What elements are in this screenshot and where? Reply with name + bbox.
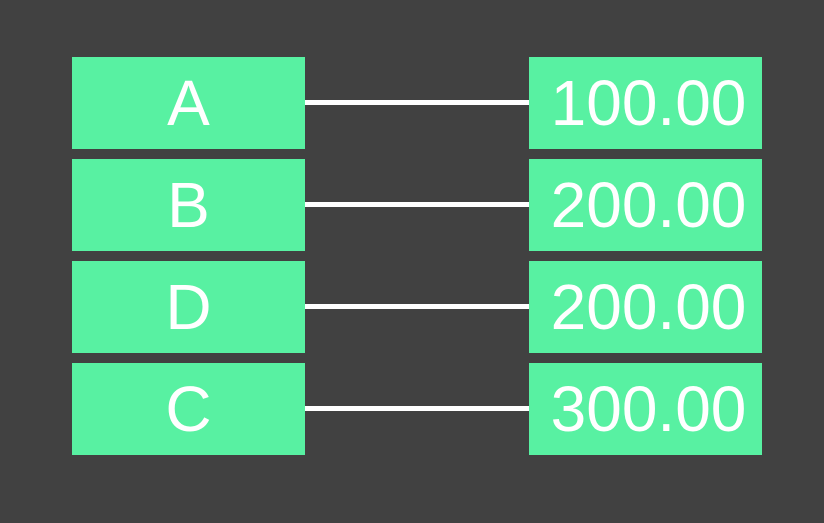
value-label: 100.00	[550, 67, 747, 139]
value-node: 200.00	[529, 159, 762, 251]
key-label: C	[165, 373, 212, 445]
diagram-row: B 200.00	[0, 159, 824, 251]
key-label: A	[167, 67, 210, 139]
value-label: 300.00	[550, 373, 747, 445]
connector-line	[305, 304, 529, 309]
connector-line	[305, 100, 529, 105]
connector-line	[305, 202, 529, 207]
key-label: B	[167, 169, 210, 241]
key-node: B	[72, 159, 305, 251]
key-node: C	[72, 363, 305, 455]
value-node: 100.00	[529, 57, 762, 149]
diagram-row: A 100.00	[0, 57, 824, 149]
connector-line	[305, 406, 529, 411]
key-label: D	[165, 271, 212, 343]
value-label: 200.00	[550, 169, 747, 241]
value-label: 200.00	[550, 271, 747, 343]
diagram-row: D 200.00	[0, 261, 824, 353]
key-node: D	[72, 261, 305, 353]
diagram-row: C 300.00	[0, 363, 824, 455]
value-node: 300.00	[529, 363, 762, 455]
key-node: A	[72, 57, 305, 149]
value-node: 200.00	[529, 261, 762, 353]
